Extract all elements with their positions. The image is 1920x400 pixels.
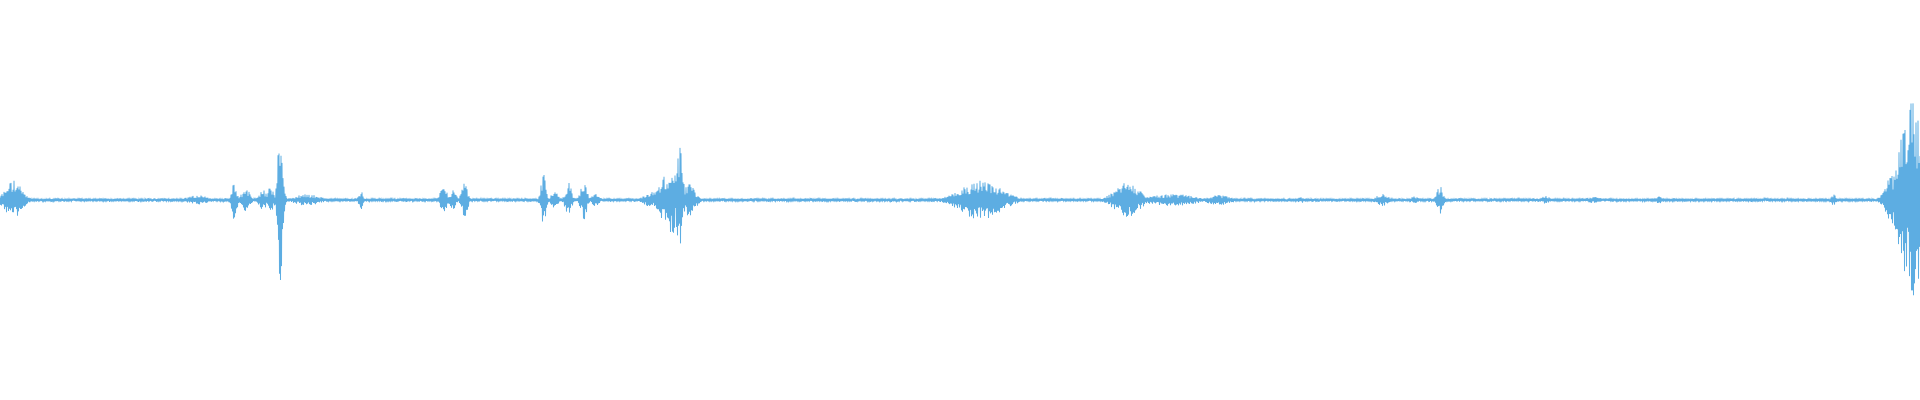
waveform-trace: [0, 103, 1920, 296]
